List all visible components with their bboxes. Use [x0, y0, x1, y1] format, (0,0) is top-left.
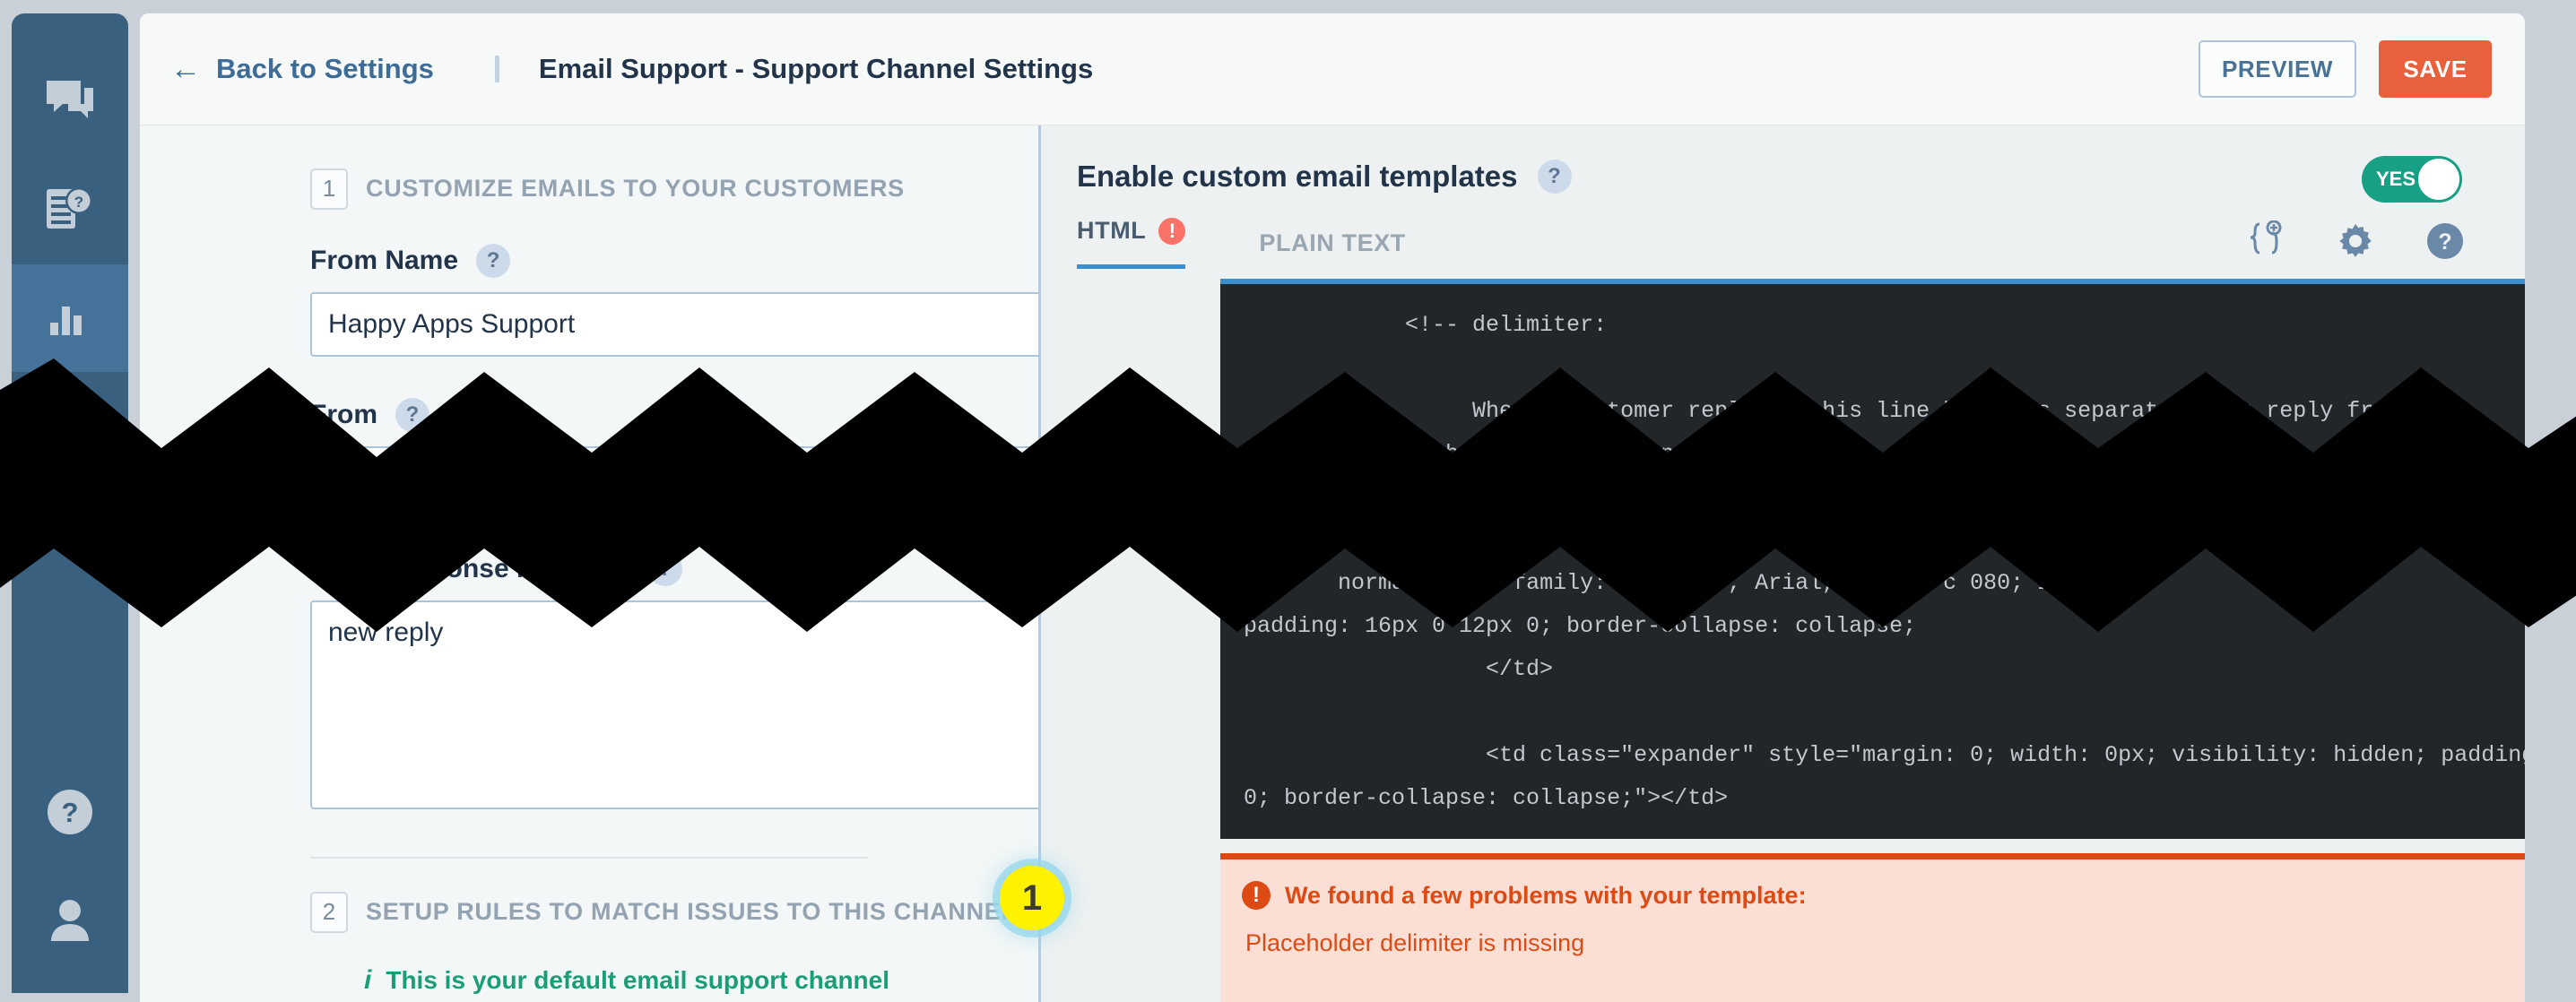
sidebar-item-conversations[interactable] — [12, 49, 128, 157]
from-email-field-group: From ? — [140, 398, 1038, 511]
left-nav-rail: ? ? — [12, 13, 128, 993]
default-channel-info: i This is your default email support cha… — [140, 965, 1038, 996]
toggle-knob — [2418, 159, 2459, 200]
back-to-settings-label: Back to Settings — [216, 53, 434, 84]
topbar: ← Back to Settings Email Support - Suppo… — [140, 13, 2525, 125]
tab-plain-text-label: PLAIN TEXT — [1259, 229, 1406, 256]
gear-icon[interactable] — [2337, 222, 2374, 264]
svg-text:?: ? — [62, 797, 79, 828]
section-2-title: SETUP RULES TO MATCH ISSUES TO THIS CHAN… — [366, 898, 1017, 925]
annotation-marker-1: 1 — [1000, 866, 1064, 930]
arrow-left-icon: ← — [170, 52, 201, 86]
default-channel-info-text: This is your default email support chann… — [386, 966, 889, 994]
alert-header: ! We found a few problems with your temp… — [1242, 881, 2525, 910]
enable-templates-toggle[interactable]: YES — [2362, 156, 2462, 203]
breadcrumb-separator — [494, 56, 499, 82]
error-icon: ! — [1242, 881, 1271, 910]
auto-response-field-group: Auto-Response Message ? new reply — [140, 552, 1038, 814]
html-template-editor[interactable]: <!-- delimiter: When a customer replies,… — [1220, 279, 2525, 839]
auto-response-help-icon[interactable]: ? — [647, 552, 682, 586]
template-header: Enable custom email templates ? — [1041, 125, 2525, 194]
tab-html-label: HTML — [1077, 217, 1147, 244]
svg-text:?: ? — [2438, 229, 2451, 255]
sidebar-item-reports[interactable] — [12, 264, 128, 372]
from-email-label-row: From ? — [310, 398, 868, 432]
svg-text:?: ? — [74, 194, 83, 211]
section-1-header: 1 CUSTOMIZE EMAILS TO YOUR CUSTOMERS — [140, 168, 1038, 210]
back-to-settings-link[interactable]: ← Back to Settings — [170, 53, 434, 85]
sidebar-item-knowledge-base[interactable]: ? — [12, 157, 128, 264]
section-2-number: 2 — [310, 891, 348, 933]
from-email-help-icon[interactable]: ? — [395, 398, 429, 432]
editor-code-content[interactable]: <!-- delimiter: When a customer replies,… — [1244, 312, 2525, 811]
editor-tool-icons: ? — [2247, 220, 2525, 266]
from-email-input[interactable] — [310, 446, 1038, 511]
from-email-label: From — [310, 400, 377, 429]
bar-chart-icon — [48, 298, 91, 340]
template-error-alert: ! We found a few problems with your temp… — [1220, 853, 2525, 1002]
settings-form-pane: 1 CUSTOMIZE EMAILS TO YOUR CUSTOMERS Fro… — [140, 125, 1041, 1002]
tab-html-error-badge: ! — [1158, 217, 1186, 245]
help-circle-icon[interactable]: ? — [2426, 222, 2464, 264]
section-2-header: 2 SETUP RULES TO MATCH ISSUES TO THIS CH… — [140, 891, 1038, 933]
main-card: ← Back to Settings Email Support - Suppo… — [140, 13, 2525, 1002]
tab-plain-text[interactable]: PLAIN TEXT — [1259, 229, 1406, 257]
alert-item: Placeholder delimiter is missing — [1245, 929, 1585, 956]
help-circle-icon: ? — [47, 789, 93, 840]
page-title: Email Support - Support Channel Settings — [538, 53, 1094, 84]
preview-button[interactable]: PREVIEW — [2199, 40, 2356, 98]
info-icon: i — [364, 965, 372, 995]
section-divider — [310, 857, 868, 859]
template-tabs: HTML ! PLAIN TEXT — [1041, 194, 2525, 269]
template-title: Enable custom email templates — [1077, 160, 1518, 193]
toggle-label: YES — [2376, 168, 2416, 190]
auto-response-label-row: Auto-Response Message ? — [310, 552, 868, 586]
from-name-help-icon[interactable]: ? — [476, 244, 511, 278]
faq-document-icon: ? — [45, 186, 95, 237]
sidebar-item-help[interactable]: ? — [12, 760, 128, 868]
alert-title: We found a few problems with your templa… — [1285, 881, 1807, 909]
from-name-label-row: From Name ? — [310, 244, 868, 278]
tab-html[interactable]: HTML ! — [1077, 217, 1186, 269]
save-button[interactable]: SAVE — [2379, 40, 2492, 98]
sidebar-item-account[interactable] — [12, 868, 128, 975]
from-name-field-group: From Name ? — [140, 244, 1038, 357]
auto-response-label: Auto-Response Message — [310, 554, 630, 583]
auto-response-textarea[interactable]: new reply — [310, 600, 1038, 809]
from-name-label: From Name — [310, 246, 459, 275]
insert-placeholder-icon[interactable] — [2247, 220, 2285, 266]
section-1-number: 1 — [310, 168, 348, 210]
section-1-title: CUSTOMIZE EMAILS TO YOUR CUSTOMERS — [366, 175, 905, 202]
template-help-icon[interactable]: ? — [1537, 160, 1572, 194]
from-name-input[interactable] — [310, 292, 1038, 357]
user-avatar-icon — [47, 898, 93, 946]
chat-bubbles-icon — [45, 79, 95, 128]
